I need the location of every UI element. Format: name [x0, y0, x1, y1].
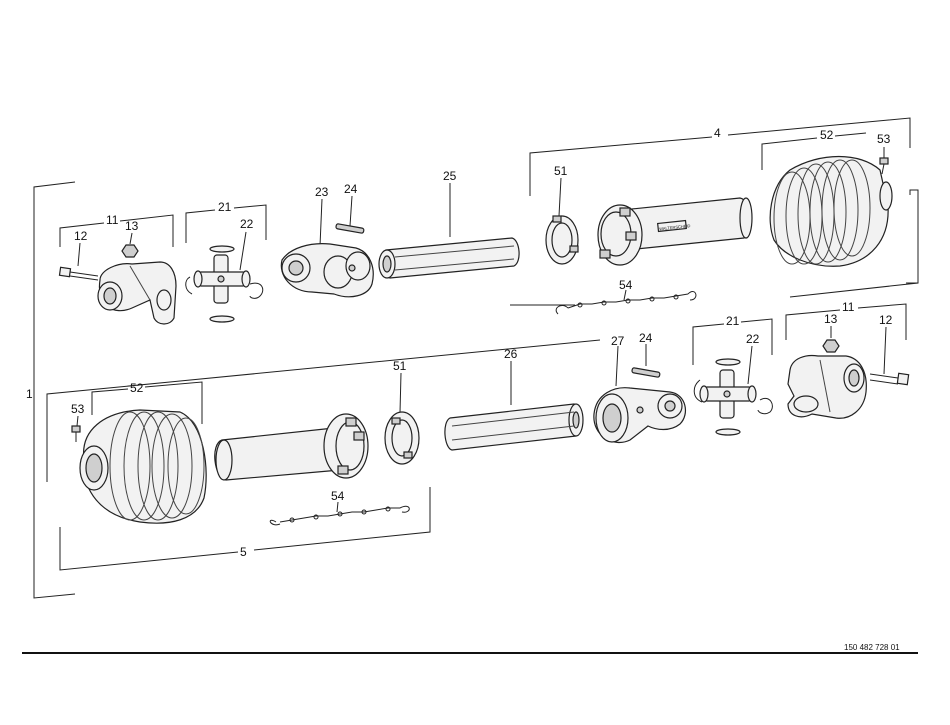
callout-cross-kit-right: 21 [726, 314, 740, 328]
bolt-left: 12 [58, 229, 99, 281]
callout-chain-top: 54 [619, 278, 633, 292]
screw-bottom: 53 [71, 402, 85, 442]
circlip-right: 22 [746, 332, 760, 385]
nut-right: 13 [822, 312, 840, 353]
bearing-ring-bottom: 51 [384, 359, 420, 465]
spring-pin-top: 24 [335, 182, 365, 234]
callout-chain-bottom: 54 [331, 489, 345, 503]
bearing-ring-top: 51 [545, 164, 579, 265]
callout-cross-kit-left: 21 [218, 200, 232, 214]
callout-screw-bottom: 53 [71, 402, 85, 416]
chain-top: 54 [555, 278, 697, 315]
callout-inner-tube-group: 5 [240, 545, 247, 559]
callout-outer-tube-group: 4 [714, 126, 721, 140]
callout-nut-right: 13 [824, 312, 838, 326]
callout-screw-top: 53 [877, 132, 891, 146]
universal-cross-right [699, 369, 757, 419]
callout-circlip-right: 22 [746, 332, 760, 346]
document-number: 150 482 728 01 [844, 643, 900, 652]
guard-cone-bottom: 52 [79, 381, 207, 524]
outer-profile-tube: 25 [378, 169, 520, 279]
group-5-bracket: 5 [46, 339, 601, 571]
callout-outer-tube: 25 [443, 169, 457, 183]
outer-guard-tube: WALTERSCHEID [597, 197, 753, 266]
chain-bottom: 54 [269, 489, 410, 526]
bolt-right: 12 [869, 313, 910, 386]
callout-assembly: 1 [26, 387, 33, 401]
nut-left: 13 [121, 219, 139, 258]
callout-outer-inboard-yoke: 23 [315, 185, 329, 199]
callout-guard-cone-top: 52 [820, 128, 834, 142]
callout-bolt-right: 12 [879, 313, 893, 327]
universal-cross-left [193, 254, 251, 304]
callout-nut-left: 13 [125, 219, 139, 233]
guard-cone-top: 52 [761, 128, 893, 267]
callout-spring-pin-top: 24 [344, 182, 358, 196]
callout-bearing-ring-bottom: 51 [393, 359, 407, 373]
inner-profile-tube: 26 [444, 347, 584, 451]
circlip-left: 22 [239, 217, 254, 271]
right-yoke-group: 11 13 12 [785, 300, 910, 419]
inner-inboard-yoke: 27 [593, 334, 687, 444]
screw-top: 53 [877, 132, 891, 175]
callout-yoke-group-left: 11 [106, 213, 119, 227]
left-cross-kit: 21 22 [185, 200, 267, 323]
tube-mark: WALTERSCHEID [659, 223, 691, 231]
callout-circlip-left: 22 [240, 217, 254, 231]
callout-bolt-left: 12 [74, 229, 88, 243]
inner-guard-tube [214, 413, 369, 481]
flanged-yoke-left [97, 261, 177, 325]
callout-bearing-ring-top: 51 [554, 164, 568, 178]
callout-yoke-group-right: 11 [842, 300, 855, 314]
callout-guard-cone-bottom: 52 [130, 381, 144, 395]
right-cross-kit: 21 22 [692, 314, 773, 436]
callout-spring-pin-bottom: 24 [639, 331, 653, 345]
callout-inner-inboard-yoke: 27 [611, 334, 625, 348]
left-yoke-group: 11 12 13 [58, 213, 177, 325]
assembly-bracket-1: 1 [26, 181, 76, 599]
flanged-yoke-right [787, 354, 867, 419]
callout-inner-tube: 26 [504, 347, 518, 361]
outer-inboard-yoke: 23 [280, 185, 374, 298]
spring-pin-bottom: 24 [631, 331, 661, 378]
group-4-bracket: 4 [510, 117, 919, 306]
